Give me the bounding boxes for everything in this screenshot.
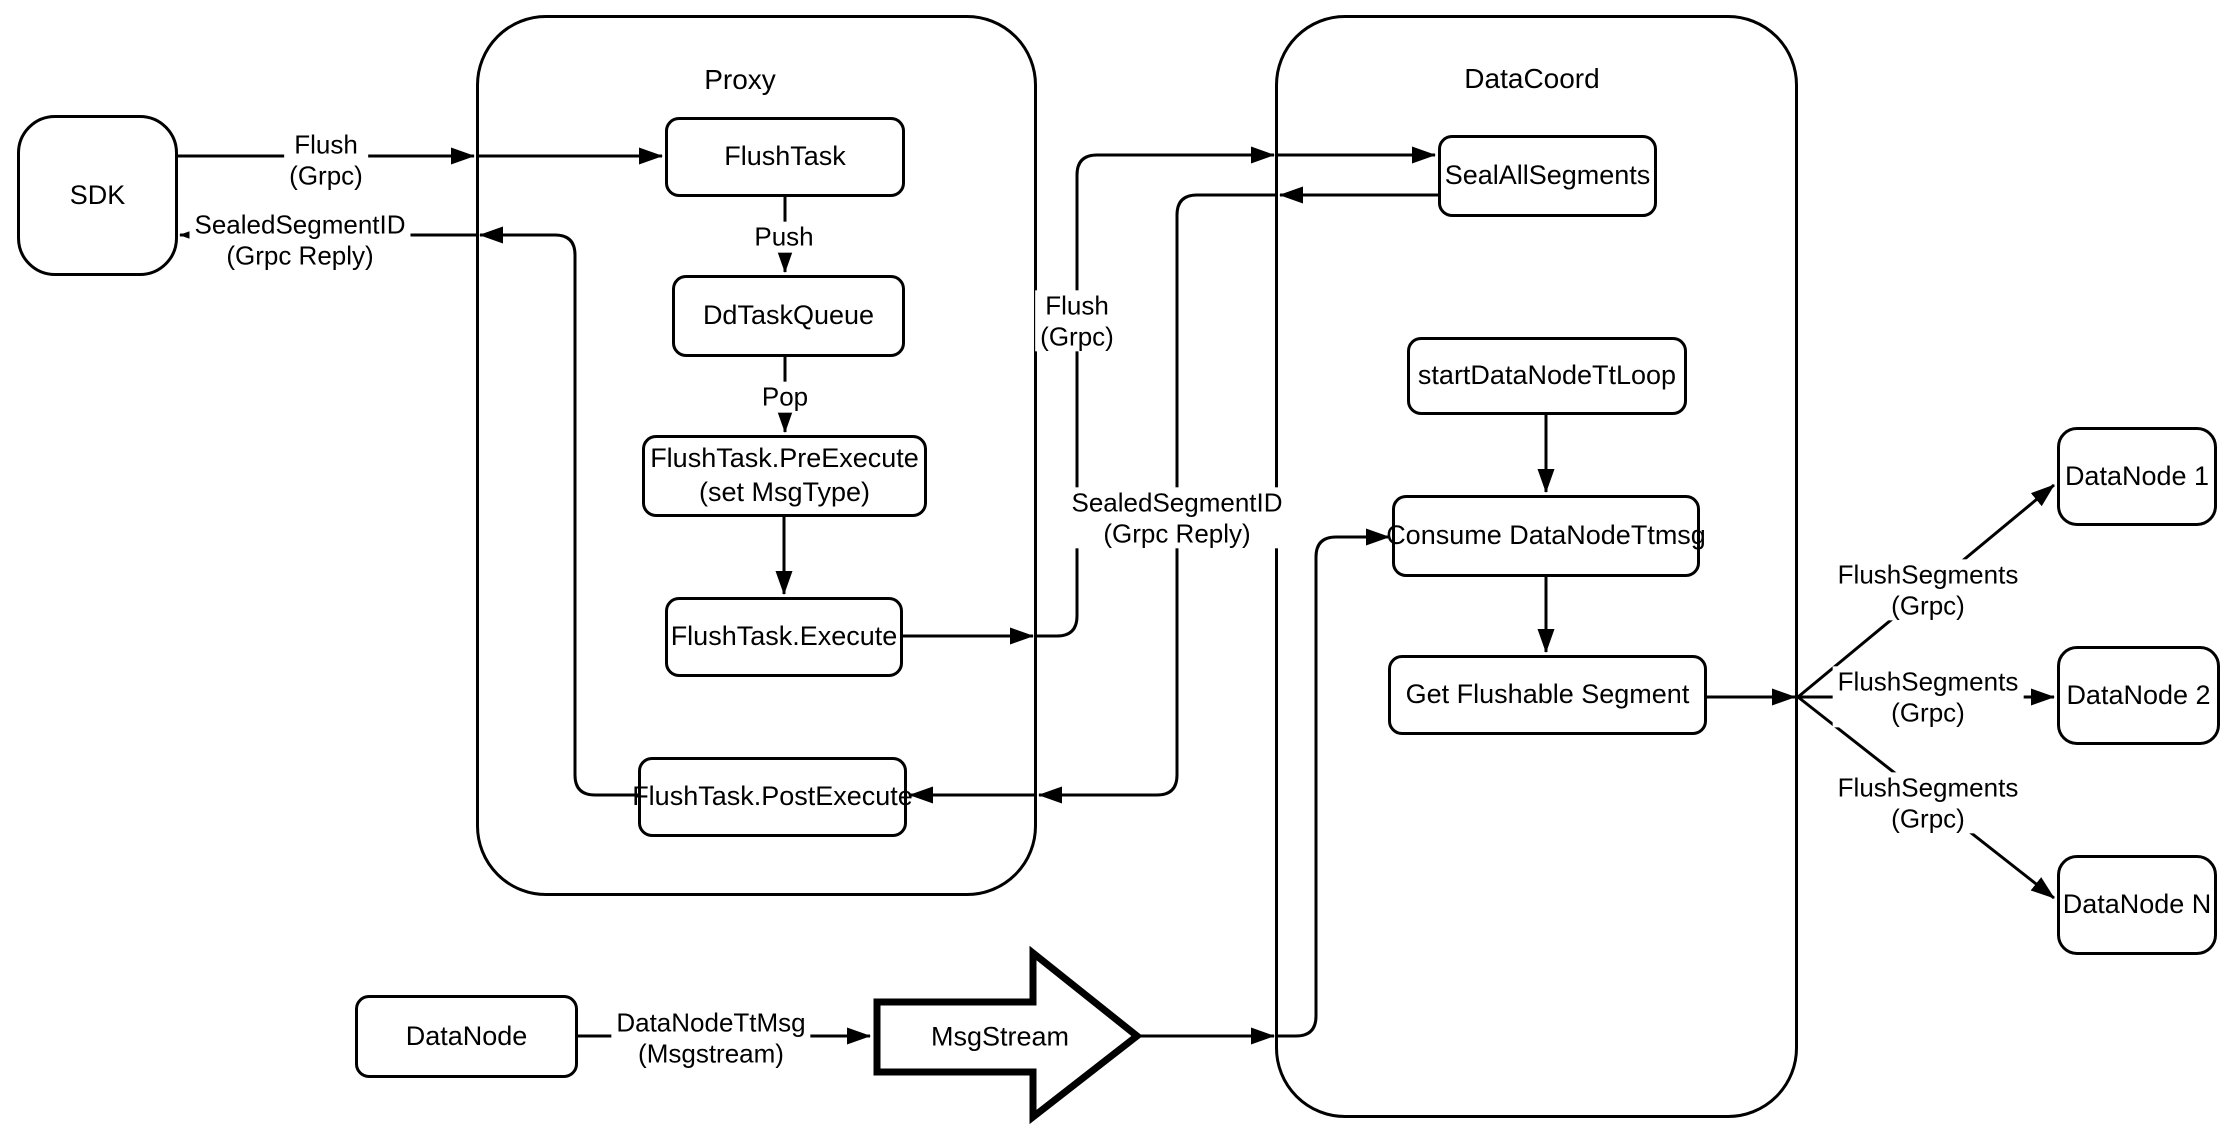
datacoord-container-label: DataCoord [1464,63,1600,94]
node-datanode-1: DataNode 1 [2057,427,2217,526]
node-flushtask-preexecute-label: FlushTask.PreExecute [650,443,919,474]
node-sealallsegments: SealAllSegments [1438,135,1657,217]
edge-label-flush-grpc-mid: Flush (Grpc) [1035,290,1119,352]
node-sdk-label: SDK [69,179,126,210]
edge-label-pop: Pop [756,381,814,413]
node-datanode-2-label: DataNode 2 [2066,679,2211,710]
node-flushtask-preexecute: FlushTask.PreExecute (set MsgType) [642,435,927,517]
edge-label-sealedsegmentid-mid: SealedSegmentID (Grpc Reply) [1066,487,1288,549]
node-consume-datanodettmsg-label: Consume DataNodeTtmsg [1386,520,1706,551]
node-flushtask-label: FlushTask [724,141,846,172]
edge-label-flush-grpc-sdk: Flush (Grpc) [284,129,368,191]
node-flushtask-postexecute-label: FlushTask.PostExecute [632,781,913,812]
node-msgstream-label: MsgStream [930,1021,1070,1052]
node-get-flushable-segment: Get Flushable Segment [1388,655,1707,735]
node-flushtask: FlushTask [665,117,905,197]
edge-postexecute-up-to-proxy-edge [479,226,638,797]
proxy-container-label: Proxy [704,64,776,95]
node-consume-datanodettmsg: Consume DataNodeTtmsg [1386,495,1706,577]
node-get-flushable-segment-label: Get Flushable Segment [1405,679,1690,710]
edge-label-flushsegments-1: FlushSegments (Grpc) [1832,559,2024,621]
node-flushtask-postexecute: FlushTask.PostExecute [632,757,913,837]
node-sdk: SDK [17,115,178,276]
proxy-container [476,15,1037,896]
edge-flush-up-to-datacoord [1036,146,1275,638]
node-datanode-bottom: DataNode [355,995,578,1078]
edge-label-sealedsegmentid-sdk: SealedSegmentID (Grpc Reply) [189,209,411,271]
node-startdatanodettloop-label: startDataNodeTtLoop [1417,360,1677,391]
node-ddtaskqueue-label: DdTaskQueue [702,300,875,331]
node-datanode-1-label: DataNode 1 [2064,460,2210,491]
node-flushtask-preexecute-sublabel: (set MsgType) [698,477,871,507]
node-flushtask-execute: FlushTask.Execute [665,597,903,677]
edge-label-push: Push [749,221,819,253]
node-datanode-2: DataNode 2 [2057,646,2220,745]
node-ddtaskqueue: DdTaskQueue [672,275,905,357]
msgstream-arrow-shape [873,945,1143,1125]
node-sealallsegments-label: SealAllSegments [1444,160,1651,191]
datacoord-container [1275,15,1798,1118]
node-flushtask-execute-label: FlushTask.Execute [670,621,898,652]
node-startdatanodettloop: startDataNodeTtLoop [1407,337,1687,415]
edge-label-flushsegments-2: FlushSegments (Grpc) [1832,666,2024,728]
node-datanode-n: DataNode N [2057,855,2217,955]
edge-up-into-consume [1277,528,1390,1038]
node-datanode-n-label: DataNode N [2062,889,2212,920]
node-datanode-bottom-label: DataNode [405,1020,528,1051]
edge-label-flushsegments-3: FlushSegments (Grpc) [1832,772,2024,834]
edge-label-datanodettmsg: DataNodeTtMsg (Msgstream) [611,1007,811,1069]
